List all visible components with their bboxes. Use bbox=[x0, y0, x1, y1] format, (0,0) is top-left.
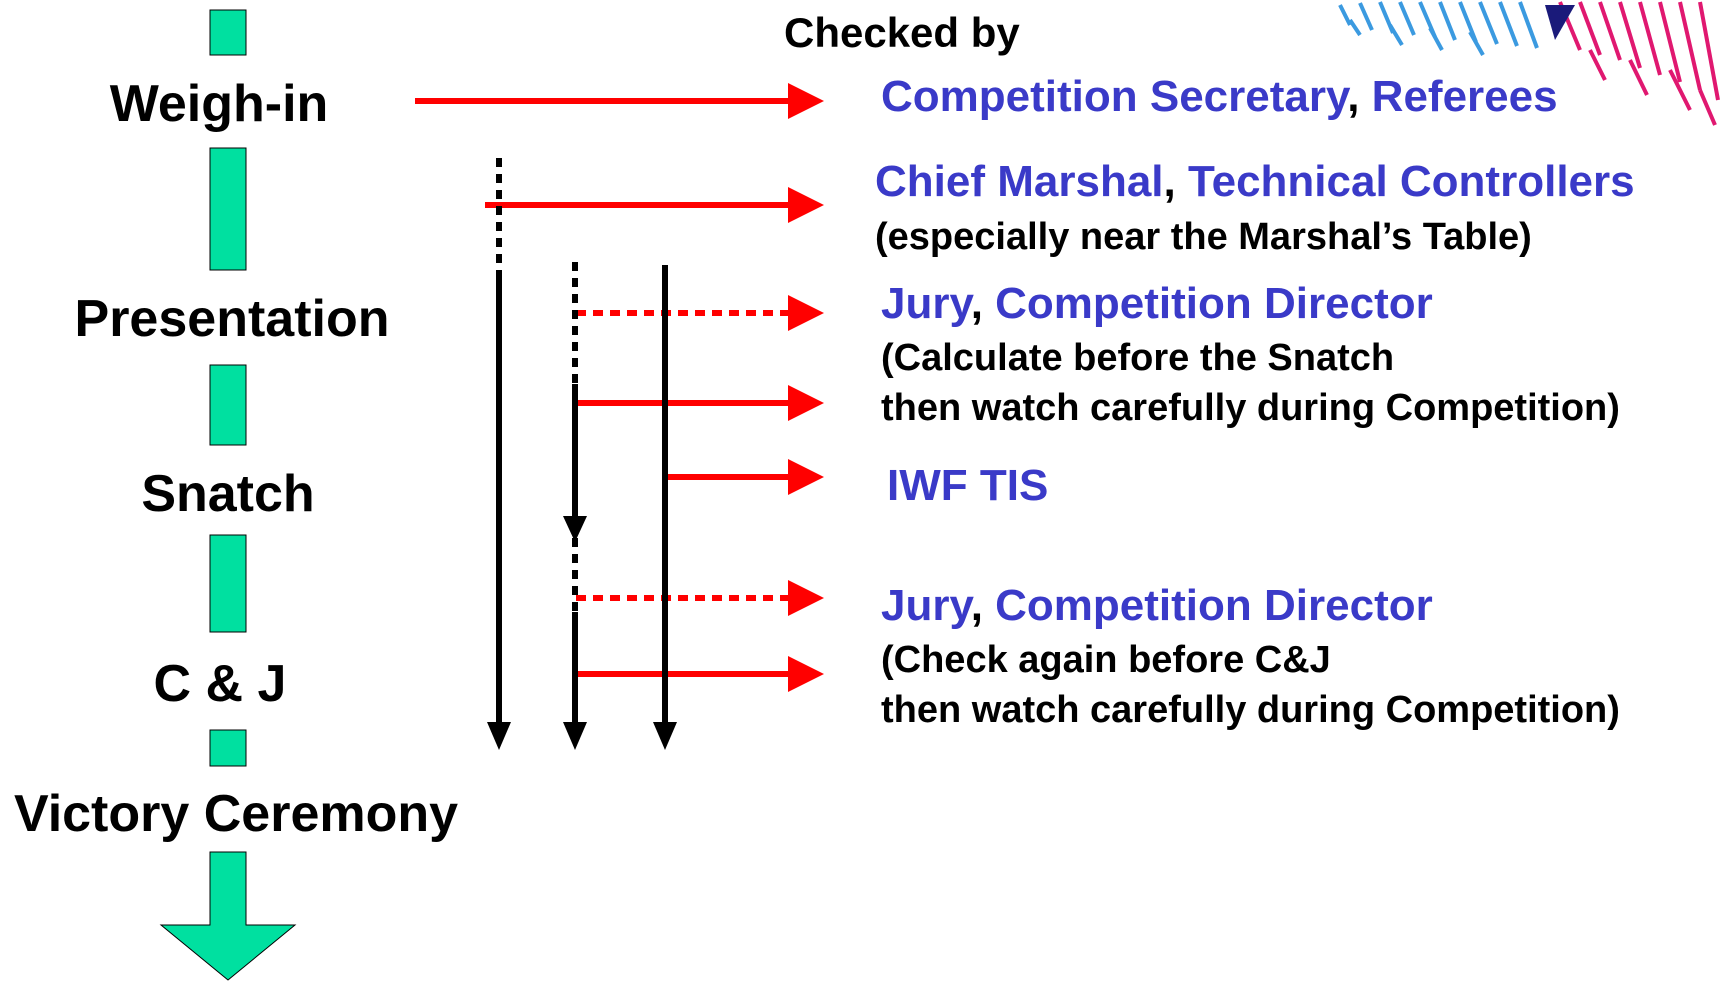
stage-snatch: Snatch bbox=[141, 465, 315, 523]
note-watch-carefully-1: then watch carefully during Competition) bbox=[881, 387, 1620, 429]
black-lines bbox=[496, 158, 668, 722]
timeline-segment bbox=[209, 9, 247, 56]
checked-by-header: Checked by bbox=[784, 9, 1020, 56]
timeline-segment bbox=[209, 364, 247, 446]
checker-competition-secretary: Competition Secretary bbox=[881, 72, 1348, 121]
checker-referees: Referees bbox=[1371, 72, 1558, 121]
red-arrows bbox=[415, 83, 824, 692]
checker-iwf-tis: IWF TIS bbox=[887, 461, 1049, 510]
checker-competition-director: Competition Director bbox=[995, 581, 1433, 630]
timeline bbox=[159, 9, 297, 981]
stage-weigh-in: Weigh-in bbox=[109, 75, 329, 133]
checker-chief-marshal: Chief Marshal bbox=[875, 157, 1164, 206]
corner-logo-graphic bbox=[1330, 0, 1723, 140]
note-marshals-table: (especially near the Marshal’s Table) bbox=[875, 216, 1532, 258]
separator: , bbox=[1163, 157, 1176, 206]
timeline-down-arrow bbox=[159, 851, 297, 981]
checker-row-2: Chief Marshal, Technical Controllers bbox=[875, 160, 1635, 204]
checker-competition-director: Competition Director bbox=[995, 279, 1433, 328]
checker-technical-controllers: Technical Controllers bbox=[1187, 157, 1635, 206]
col3-arrowhead bbox=[653, 722, 677, 750]
stage-presentation: Presentation bbox=[74, 290, 390, 348]
checker-row-3: Jury, Competition Director bbox=[881, 282, 1433, 326]
separator: , bbox=[970, 581, 983, 630]
col2-arrowhead bbox=[563, 722, 587, 750]
black-arrowheads bbox=[487, 516, 677, 750]
stage-cj: C & J bbox=[153, 655, 287, 713]
timeline-segment bbox=[209, 147, 247, 271]
checker-jury: Jury bbox=[881, 581, 971, 630]
checker-row-5: Jury, Competition Director bbox=[881, 584, 1433, 628]
timeline-segment bbox=[209, 729, 247, 767]
col1-arrowhead bbox=[487, 722, 511, 750]
note-check-again-before-cj: (Check again before C&J bbox=[881, 639, 1331, 681]
timeline-segment bbox=[209, 534, 247, 633]
checker-jury: Jury bbox=[881, 279, 971, 328]
note-watch-carefully-2: then watch carefully during Competition) bbox=[881, 689, 1620, 731]
col2-mid-arrowhead bbox=[563, 516, 587, 542]
checker-row-1: Competition Secretary, Referees bbox=[881, 75, 1558, 119]
separator: , bbox=[1347, 72, 1360, 121]
separator: , bbox=[970, 279, 983, 328]
checker-row-4: IWF TIS bbox=[887, 464, 1048, 508]
stage-victory-ceremony: Victory Ceremony bbox=[13, 785, 459, 843]
note-calculate-before-snatch: (Calculate before the Snatch bbox=[881, 337, 1395, 379]
